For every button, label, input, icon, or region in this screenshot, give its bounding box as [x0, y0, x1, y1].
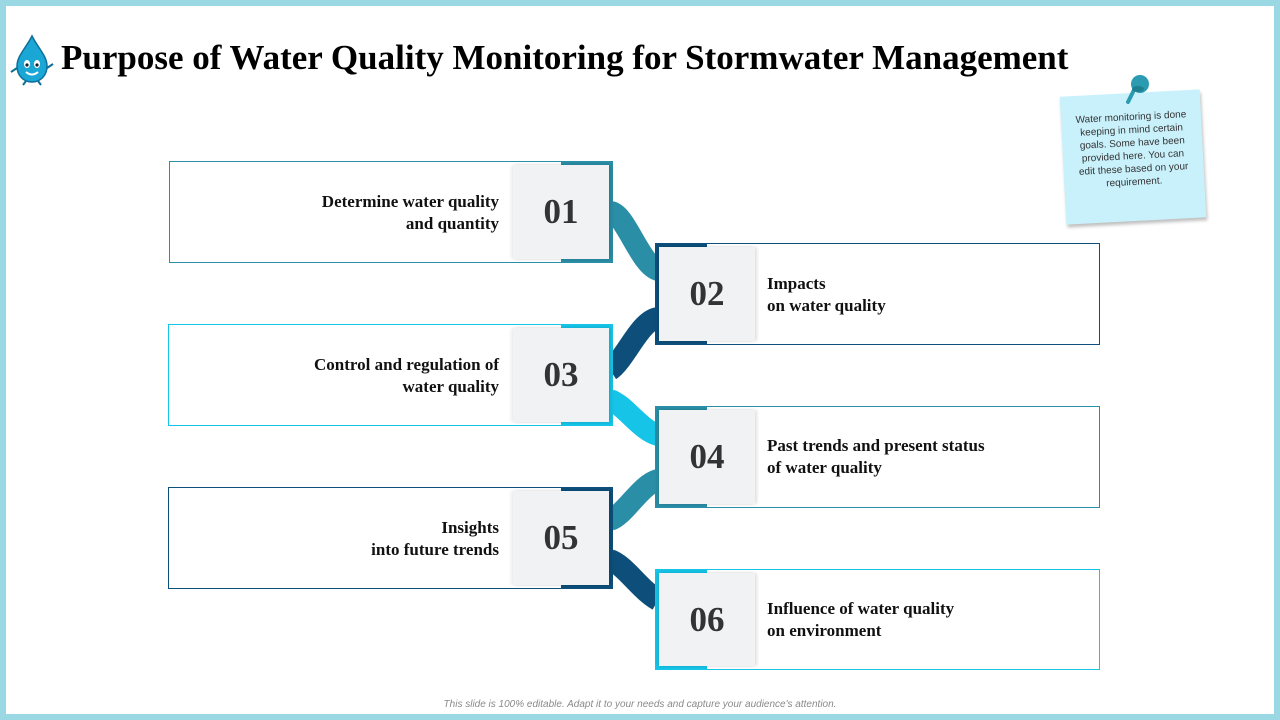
item-03-number: 03: [513, 328, 609, 422]
item-02-line1: Impacts: [767, 273, 886, 295]
item-05-text: Insights into future trends: [371, 517, 499, 561]
item-06-accent-bottom: [659, 666, 707, 670]
item-04-text: Past trends and present status of water …: [767, 435, 985, 479]
item-02-number: 02: [659, 247, 755, 341]
item-05-number: 05: [513, 491, 609, 585]
item-03-line1: Control and regulation of: [314, 354, 499, 376]
item-01-accent-bottom: [561, 259, 609, 263]
item-04-line1: Past trends and present status: [767, 435, 985, 457]
item-03-text: Control and regulation of water quality: [314, 354, 499, 398]
item-01-line2: and quantity: [322, 213, 499, 235]
item-01-text: Determine water quality and quantity: [322, 191, 499, 235]
item-03-line2: water quality: [314, 376, 499, 398]
item-03-accent-bottom: [561, 422, 609, 426]
footer-note: This slide is 100% editable. Adapt it to…: [0, 699, 1280, 710]
item-04-line2: of water quality: [767, 457, 985, 479]
item-01-number: 01: [513, 165, 609, 259]
item-06-line1: Influence of water quality: [767, 598, 954, 620]
item-02-line2: on water quality: [767, 295, 886, 317]
item-04-accent-bottom: [659, 504, 707, 508]
item-01-line1: Determine water quality: [322, 191, 499, 213]
item-05-line1: Insights: [371, 517, 499, 539]
item-06-number: 06: [659, 573, 755, 666]
item-06-line2: on environment: [767, 620, 954, 642]
item-05-line2: into future trends: [371, 539, 499, 561]
item-02-accent-bottom: [659, 341, 707, 345]
item-04-number: 04: [659, 410, 755, 504]
item-06-text: Influence of water quality on environmen…: [767, 598, 954, 642]
item-05-accent-bottom: [561, 585, 609, 589]
item-02-text: Impacts on water quality: [767, 273, 886, 317]
